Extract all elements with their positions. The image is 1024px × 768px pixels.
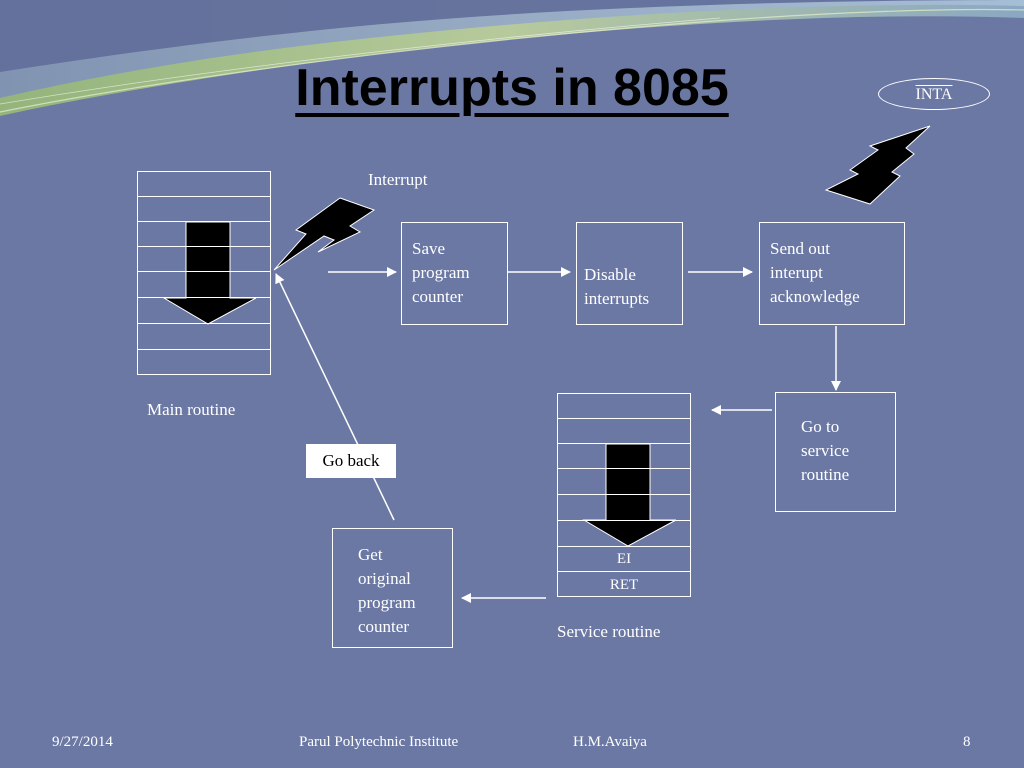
- service-routine-row: [557, 418, 691, 444]
- ret-instruction-label: RET: [609, 577, 639, 593]
- inta-signal-label: INTA: [878, 78, 990, 110]
- send-interrupt-ack-text: Send out interupt acknowledge: [770, 239, 860, 306]
- footer-date: 9/27/2014: [52, 734, 113, 750]
- main-routine-row: [137, 246, 271, 272]
- interrupt-label: Interrupt: [368, 170, 428, 189]
- service-routine-label: Service routine: [557, 622, 661, 641]
- main-routine-row: [137, 196, 271, 222]
- service-routine-row: [557, 443, 691, 469]
- service-routine-row: [557, 393, 691, 419]
- service-routine-row: [557, 520, 691, 547]
- arrow-get-to-main: [275, 273, 395, 521]
- service-routine-ret-row: [557, 571, 691, 597]
- go-to-service-routine-text: Go to service routine: [801, 417, 850, 484]
- main-routine-row: [137, 297, 271, 324]
- main-routine-row: [137, 349, 271, 375]
- interrupt-lightning-icon: [273, 197, 376, 271]
- main-routine-row: [137, 271, 271, 298]
- ei-instruction-label: EI: [616, 551, 632, 567]
- main-routine-row: [137, 171, 271, 197]
- inta-lightning-icon: [824, 125, 931, 205]
- get-original-pc-box: Get original program counter: [332, 528, 453, 648]
- disable-interrupts-text: Disable interrupts: [584, 265, 650, 308]
- wave-decoration: [0, 0, 1024, 116]
- get-original-pc-text: Get original program counter: [358, 545, 416, 636]
- slide-title: Interrupts in 8085: [295, 59, 729, 117]
- footer-author: H.M.Avaiya: [573, 734, 647, 750]
- main-routine-row: [137, 221, 271, 247]
- footer-page-number: 8: [963, 734, 971, 750]
- save-program-counter-text: Save program counter: [412, 239, 470, 306]
- go-to-service-routine-box: Go to service routine: [775, 392, 896, 512]
- main-routine-label: Main routine: [147, 400, 236, 419]
- disable-interrupts-box: Disable interrupts: [576, 222, 683, 325]
- save-program-counter-box: Save program counter: [401, 222, 508, 325]
- service-routine-row: [557, 468, 691, 495]
- main-routine-down-arrow: [162, 221, 257, 325]
- send-interrupt-ack-box: Send out interupt acknowledge: [759, 222, 905, 325]
- footer-institute: Parul Polytechnic Institute: [299, 734, 459, 750]
- main-routine-row: [137, 323, 271, 350]
- service-routine-row: [557, 494, 691, 521]
- go-back-label: Go back: [306, 444, 396, 478]
